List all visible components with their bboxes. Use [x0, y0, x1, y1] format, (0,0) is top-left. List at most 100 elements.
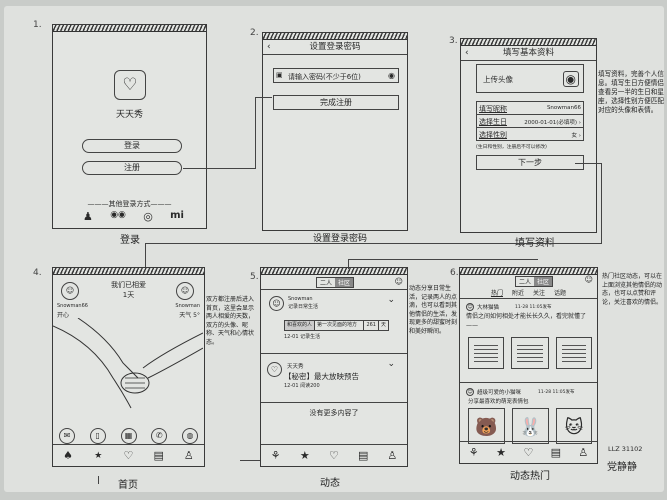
moments-icon[interactable]: ★	[496, 446, 507, 459]
profile-form: 填写昵称 Snowman66 选择生日 2000-01-01(必填项) › 选择…	[476, 101, 584, 141]
feed-user: Snowman	[288, 296, 313, 302]
memorial-card[interactable]: 和喜欢的人 第一次见面的地方 261 天	[284, 320, 389, 331]
login-button[interactable]: 登录	[82, 139, 182, 153]
feed-item[interactable]: ♡ 天天秀 【秘密】最大放映预告 12-01 阅读200 ⌄	[261, 354, 407, 403]
love-icon[interactable]: ♡	[523, 446, 534, 459]
love-icon[interactable]: ♡	[123, 449, 134, 462]
moments-icon[interactable]: ★	[94, 450, 103, 461]
feed-meta: 12-01 阅读200	[284, 383, 320, 389]
post-meta: 11-28 11:05发布	[515, 305, 552, 310]
author-signature: 党静静	[607, 462, 637, 473]
annotation-note: 填写资料，完善个人信息。填写生日方便情侣查看另一半的生日和星座，选择性别方便匹配…	[598, 70, 664, 114]
screen-caption: 动态热门	[510, 471, 550, 482]
home-icon[interactable]: ♠	[63, 449, 74, 462]
status-bar	[53, 268, 204, 275]
segment-community[interactable]: 社区	[534, 277, 553, 286]
feed-item[interactable]: ☺ Snowman 记录日常生活 ⌄ 和喜欢的人 第一次见面的地方 261 天 …	[261, 290, 407, 354]
screen-number: 5.	[250, 272, 259, 282]
wechat-icon[interactable]: ◉◉	[110, 210, 126, 220]
flow-connector	[145, 243, 146, 267]
love-icon[interactable]: ♡	[329, 449, 339, 462]
message-icon[interactable]: ✉	[59, 428, 75, 444]
weibo-icon[interactable]: ◎	[143, 210, 153, 223]
sticker-image[interactable]: 🐱	[556, 408, 592, 444]
password-field[interactable]: ▣ 请输入密码(不少于6位) ◉	[273, 68, 399, 83]
location-icon[interactable]: ◍	[182, 428, 198, 444]
profile-icon[interactable]: ♙	[183, 449, 194, 462]
back-icon[interactable]: ‹	[267, 42, 271, 52]
xiaomi-icon[interactable]: mi	[170, 210, 184, 221]
calendar-icon[interactable]: ▦	[120, 428, 137, 444]
discover-icon[interactable]: ▤	[550, 446, 562, 459]
screen-number: 3.	[449, 36, 458, 46]
screen-caption: 首页	[118, 480, 138, 491]
next-step-label: 下一步	[518, 158, 542, 167]
upload-avatar-row[interactable]: 上传头像 ◉	[476, 64, 584, 93]
gender-row[interactable]: 选择性别 女 ›	[479, 131, 581, 139]
feed-meta: 12-01 记录生活	[284, 334, 321, 340]
message-icon[interactable]: ☺	[584, 275, 593, 284]
social-login-row: ♟ ◉◉ ◎ mi	[83, 210, 184, 223]
sticker-image[interactable]: 🐰	[512, 408, 549, 444]
screen-caption: 设置登录密码	[312, 234, 367, 244]
screen-number: 4.	[33, 268, 42, 278]
annotation-note: 热门社区动态，可以在上面浏览其他情侣的动态，也可以点赞和评论，关注喜欢的情侣。	[602, 273, 663, 306]
tab-topics[interactable]: 话题	[554, 290, 567, 297]
next-step-button[interactable]: 下一步	[476, 155, 584, 170]
back-icon[interactable]: ‹	[465, 48, 469, 58]
eye-icon[interactable]: ◉	[388, 71, 395, 80]
profile-icon[interactable]: ♙	[387, 449, 398, 462]
avatar: ☺	[466, 303, 474, 311]
phone-icon[interactable]: ✆	[151, 428, 168, 444]
nickname-row[interactable]: 填写昵称 Snowman66	[477, 102, 583, 115]
complete-register-button[interactable]: 完成注册	[273, 95, 399, 110]
left-user-avatar[interactable]: ☺	[61, 282, 79, 300]
post-item[interactable]: ☺ 超级可爱的小猫咪 11-28 11:05发布 分享最喜欢的萌宠表情包 🐻 🐰…	[460, 383, 597, 444]
app-name: 天天秀	[115, 110, 143, 120]
nav-bar: ‹ 设置登录密码	[263, 40, 407, 55]
birthday-row[interactable]: 选择生日 2000-01-01(必填项) ›	[477, 115, 583, 128]
tab-bar: ♠ ★ ♡ ▤ ♙	[53, 444, 204, 466]
home-icon[interactable]: ⚘	[270, 449, 281, 462]
avatar: ♡	[267, 362, 282, 377]
profile-icon[interactable]: ♙	[578, 446, 589, 459]
chevron-down-icon[interactable]: ⌄	[387, 295, 395, 305]
text-card-image[interactable]	[556, 337, 592, 369]
register-button[interactable]: 注册	[82, 161, 182, 175]
moments-icon[interactable]: ★	[299, 449, 310, 462]
discover-icon[interactable]: ▤	[153, 449, 164, 462]
segment-couple[interactable]: 二人	[320, 280, 333, 287]
right-user-avatar[interactable]: ☺	[176, 282, 194, 300]
left-user-status: 开心	[57, 312, 70, 319]
segment-control: 二人 社区	[515, 276, 554, 287]
post-item[interactable]: ☺ 大林猫猫 11-28 11:05发布 情侣之间如何相处才能长长久久，看完就懂…	[460, 299, 597, 383]
nav-bar: 二人 社区 ☺	[460, 275, 597, 288]
flow-connector	[348, 259, 349, 269]
text-card-image[interactable]	[468, 337, 504, 369]
avatar: ☺	[269, 296, 284, 311]
sticker-image[interactable]: 🐻	[468, 408, 505, 444]
nav-bar: 二人 社区 ☺	[261, 275, 407, 290]
segment-community[interactable]: 社区	[335, 278, 354, 287]
tab-following[interactable]: 关注	[533, 290, 546, 297]
qq-icon[interactable]: ♟	[83, 210, 93, 223]
tab-nearby[interactable]: 附近	[511, 290, 524, 297]
flow-connector	[98, 476, 99, 484]
password-placeholder: 请输入密码(不少于6位)	[288, 73, 361, 81]
chevron-down-icon[interactable]: ⌄	[387, 359, 395, 369]
screen-number: 6.	[450, 268, 459, 278]
album-icon[interactable]: ▯	[89, 428, 106, 444]
flow-connector	[183, 168, 255, 169]
message-icon[interactable]: ☺	[394, 277, 403, 286]
annotation-note: 双方都注册后进入首页，这里会显示两人相爱的天数，双方的头像、昵称、天气和心情状态…	[206, 296, 255, 346]
camera-icon[interactable]: ◉	[562, 71, 579, 87]
left-user-name: Snowman66	[57, 303, 88, 309]
text-card-image[interactable]	[511, 337, 549, 369]
home-icon[interactable]: ⚘	[468, 446, 479, 459]
student-id: LLZ 31102	[608, 445, 643, 453]
complete-register-label: 完成注册	[320, 98, 352, 107]
tab-hot[interactable]: 热门	[490, 290, 503, 297]
segment-couple[interactable]: 二人	[519, 279, 532, 286]
form-hint: (生日和性别，注册后不可以修改)	[476, 145, 547, 150]
discover-icon[interactable]: ▤	[357, 449, 369, 462]
